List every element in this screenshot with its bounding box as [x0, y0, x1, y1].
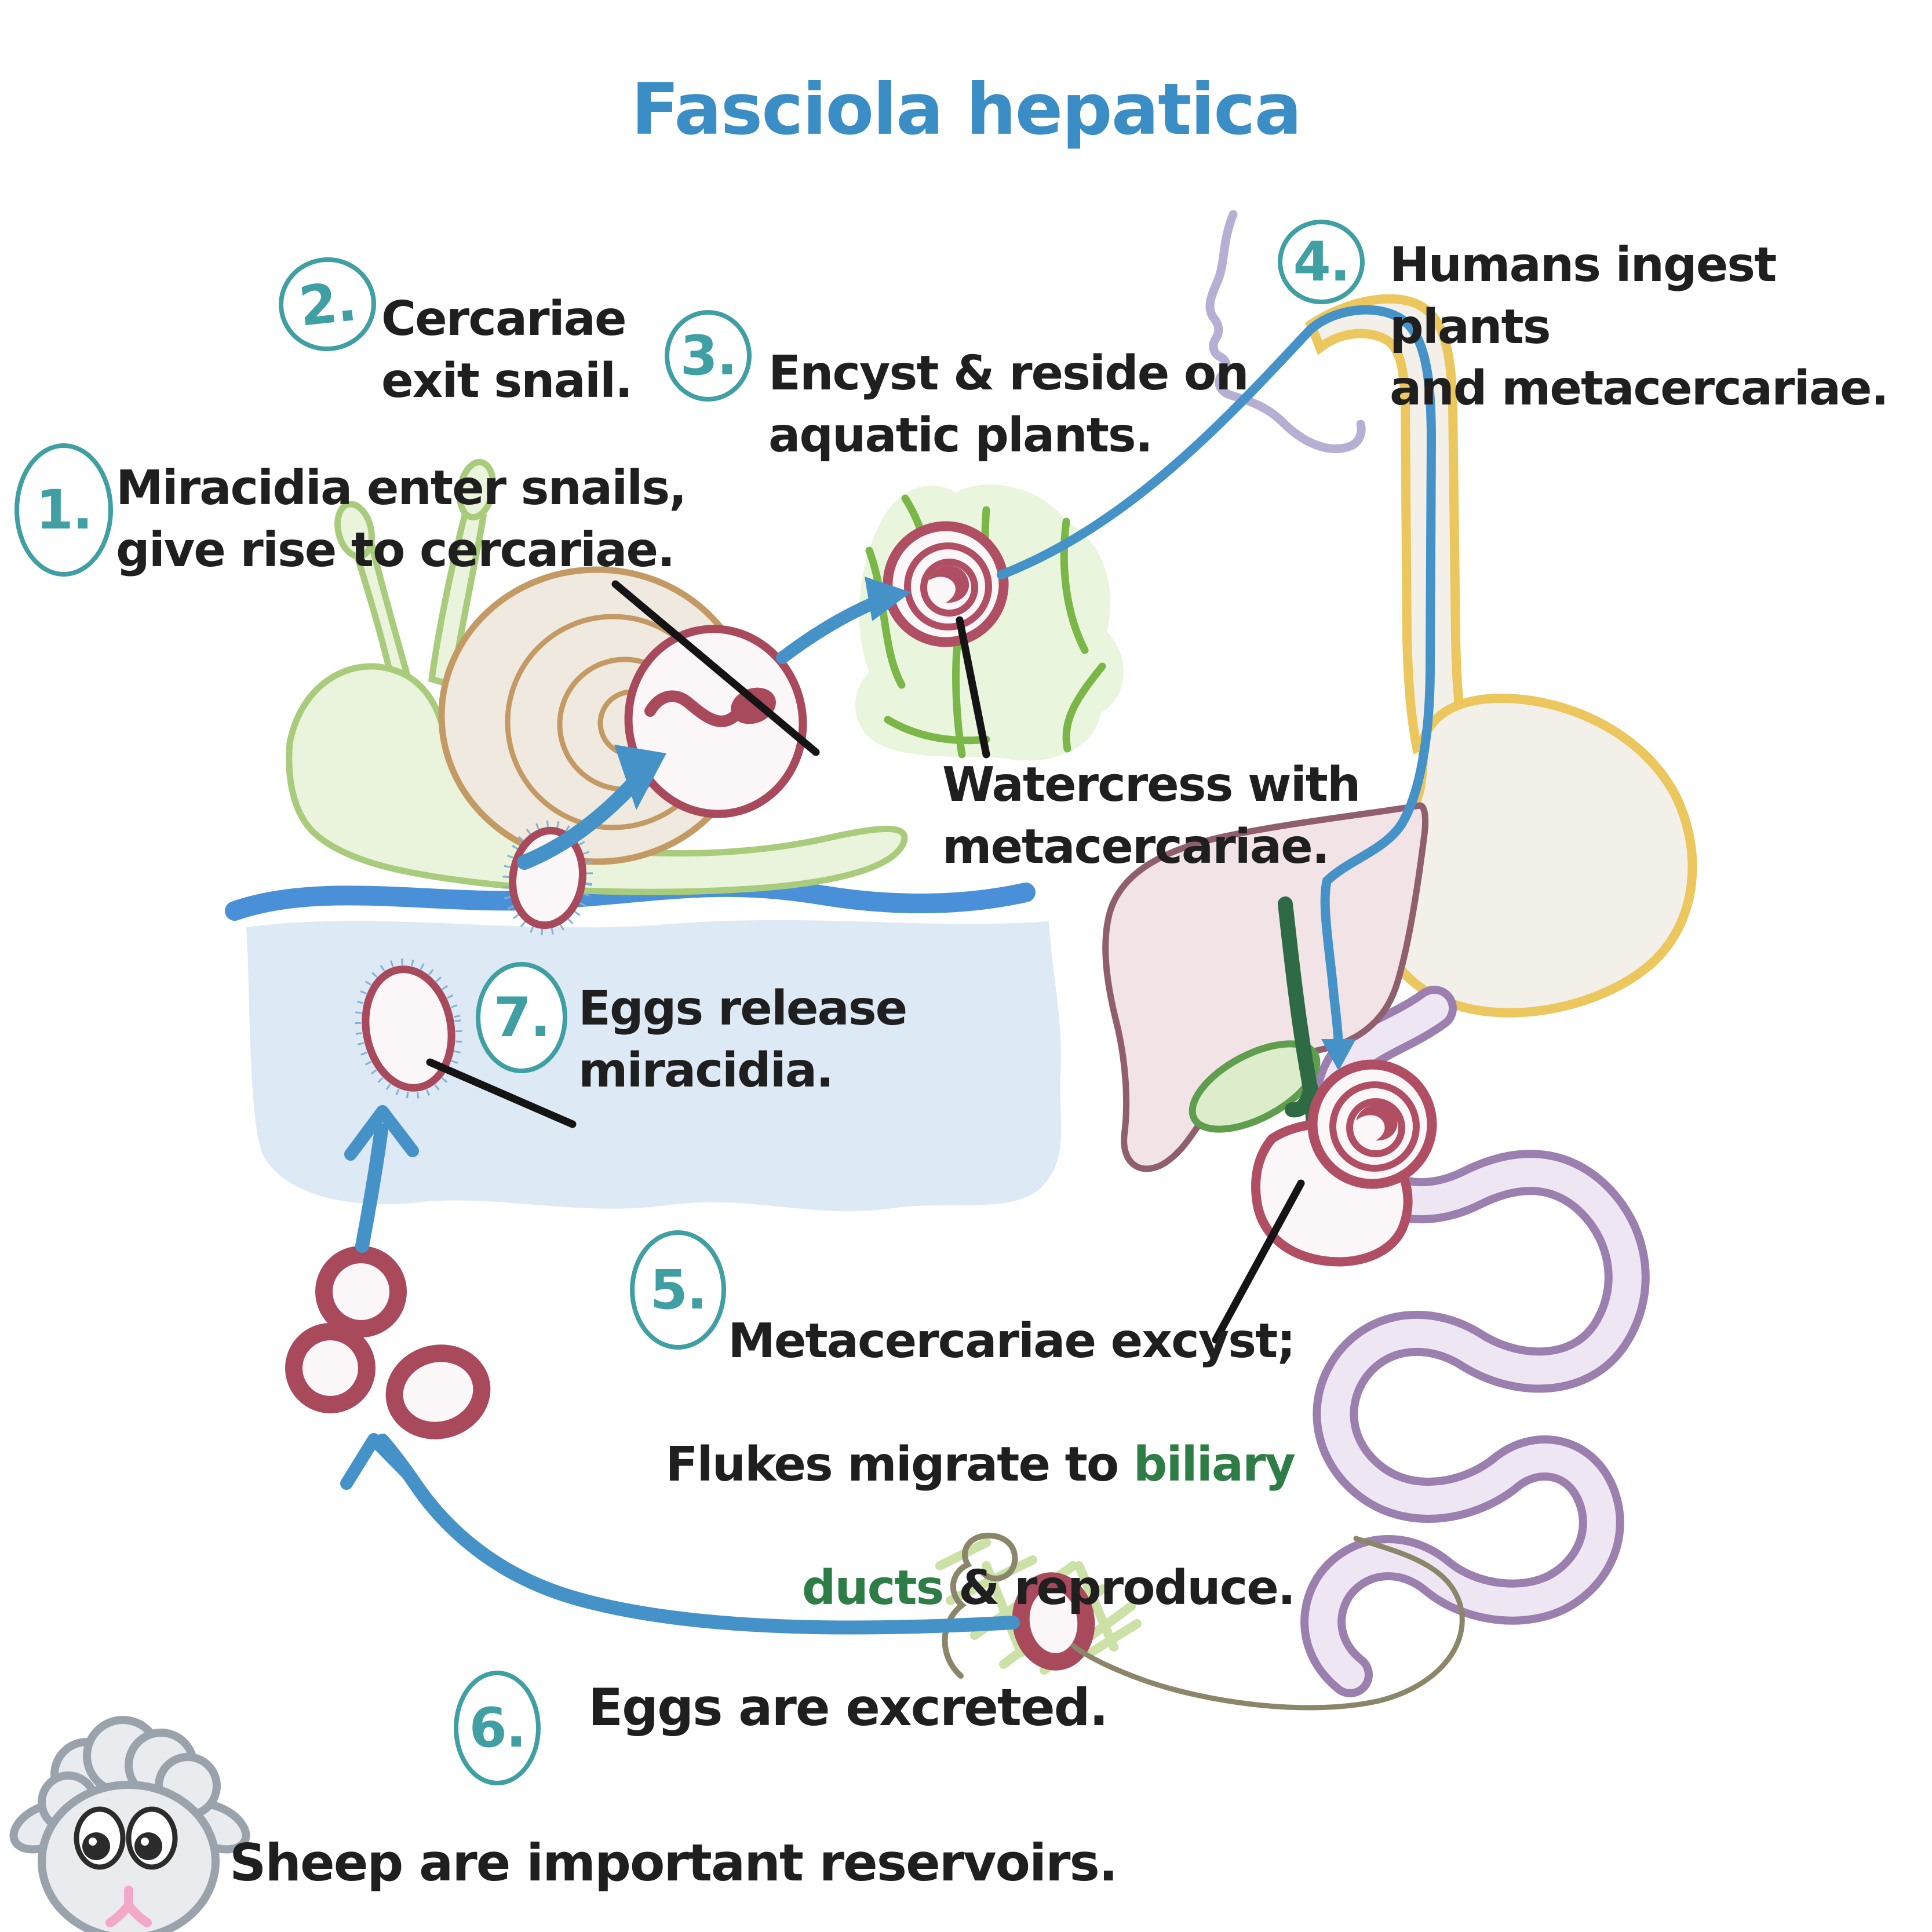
step-badge-3: 3.: [665, 310, 752, 402]
duodenal-cyst-fluke: [1356, 1104, 1398, 1141]
step-label-4: Humans ingest plants and metacercariae.: [1390, 238, 1889, 417]
step5-line2-green: biliary: [1133, 1437, 1296, 1493]
cercaria-tail: [644, 690, 743, 727]
snail-tentacle-right: [428, 506, 487, 689]
egg-cluster: [285, 1246, 491, 1439]
duodenal-cyst-ring-1: [1329, 1081, 1420, 1172]
step-number-1: 1.: [35, 478, 93, 542]
step-number-6: 6.: [469, 1696, 526, 1760]
step-number-7: 7.: [493, 986, 551, 1049]
hatching-egg: [355, 958, 462, 1099]
sheep-annotation: Sheep are important reservoirs.: [229, 1833, 1118, 1893]
human-face-profile: [1205, 210, 1366, 453]
pointer-cyst-to-watercress-label: [956, 616, 990, 759]
watercress-annotation: Watercress with metacercariae.: [942, 757, 1361, 874]
watercress-vein-1: [865, 546, 906, 689]
step-badge-6: 6.: [454, 1671, 541, 1785]
step-badge-7: 7.: [476, 962, 567, 1073]
arrow-egg-to-sporocyst: [517, 775, 642, 870]
pointer-step1-to-sporocyst: [611, 580, 820, 756]
bile-duct-cystic: [1285, 1081, 1318, 1118]
step-label-5: Metacercariae excyst; Flukes migrate to …: [665, 1311, 1296, 1620]
step5-line2-black: Flukes migrate to: [665, 1437, 1133, 1493]
sheep-glint-right: [141, 1838, 149, 1846]
egg-1: [315, 1246, 407, 1337]
step-label-6: Eggs are excreted.: [588, 1678, 1109, 1737]
gallbladder: [1189, 1040, 1321, 1133]
arrow-feces-to-eggs: [376, 1434, 1020, 1635]
liver: [1102, 802, 1429, 1172]
step-label-7: Eggs release miracidia.: [578, 981, 907, 1098]
egg-2: [285, 1323, 376, 1413]
step5-line3-green: ducts: [801, 1561, 945, 1616]
step-label-3: Encyst & reside on aquatic plants.: [768, 346, 1249, 463]
arrowhead-to-eggs: [340, 1433, 413, 1490]
pointer-lines: [426, 580, 1305, 1344]
plant-cyst-ring-2: [920, 559, 978, 617]
pointer-egg-to-step7-label: [426, 1058, 577, 1128]
arrow-plant-to-gut: [997, 305, 1437, 1054]
snail-egg-cilia: [502, 820, 593, 936]
feces-egg: [1012, 1572, 1095, 1671]
arrowhead-into-duodenum: [1321, 1039, 1356, 1071]
pointer-step5-to-fluke: [1212, 1179, 1305, 1344]
duodenal-cyst-ring-2: [1346, 1098, 1405, 1157]
egg-3: [385, 1344, 491, 1439]
metacercaria-cyst-on-plant: [883, 521, 1009, 647]
step-label-1: Miracidia enter snails, give rise to cer…: [116, 461, 687, 578]
snail-body: [286, 663, 908, 895]
hatching-egg-shell: [362, 965, 455, 1092]
arrow-eggs-to-water: [355, 1123, 388, 1253]
sheep: [9, 1716, 250, 1932]
excretion-line: [1070, 1536, 1465, 1711]
step-number-2: 2.: [296, 269, 359, 339]
step-number-3: 3.: [680, 324, 737, 388]
hepatobiliary: [1102, 802, 1429, 1219]
sheep-pupil-right: [134, 1832, 162, 1860]
snail: [286, 458, 908, 895]
step5-line3-black: & reproduce.: [943, 1561, 1296, 1616]
watercress: [855, 484, 1124, 761]
arrowhead-into-sporocyst: [614, 745, 666, 810]
arrowhead-to-water-egg: [344, 1105, 419, 1161]
arrowhead-into-plant-cyst: [865, 577, 911, 621]
step5-line1: Metacercariae excyst;: [728, 1314, 1296, 1369]
hatching-egg-cilia: [355, 958, 462, 1099]
plant-cyst-ring-1: [904, 542, 992, 630]
step-badge-5: 5.: [630, 1230, 726, 1350]
bile-duct-hepatic: [1278, 896, 1316, 1085]
watercress-vein-5: [884, 716, 990, 745]
sheep-glint-left: [89, 1838, 97, 1846]
step-number-4: 4.: [1293, 230, 1350, 294]
sheep-nose: [105, 1886, 152, 1927]
cycle-arrows: [340, 305, 1437, 1635]
water-body: [246, 920, 1062, 1212]
snail-tentacle-left-bulb: [334, 501, 375, 560]
duodenal-cyst-and-fluke: [1251, 1059, 1437, 1267]
page-title: Fasciola hepatica: [631, 68, 1302, 151]
step-badge-4: 4.: [1278, 220, 1365, 304]
snail-tentacle-right-bulb: [456, 458, 497, 521]
sheep-pupil-left: [82, 1832, 110, 1860]
watercress-vein-3: [1060, 517, 1089, 654]
step-badge-1: 1.: [14, 443, 113, 577]
watercress-vein-4: [1062, 662, 1106, 753]
step-label-2: Cercariae exit snail.: [381, 291, 633, 409]
plant-cyst-fluke: [928, 565, 969, 603]
step-number-5: 5.: [650, 1258, 707, 1322]
